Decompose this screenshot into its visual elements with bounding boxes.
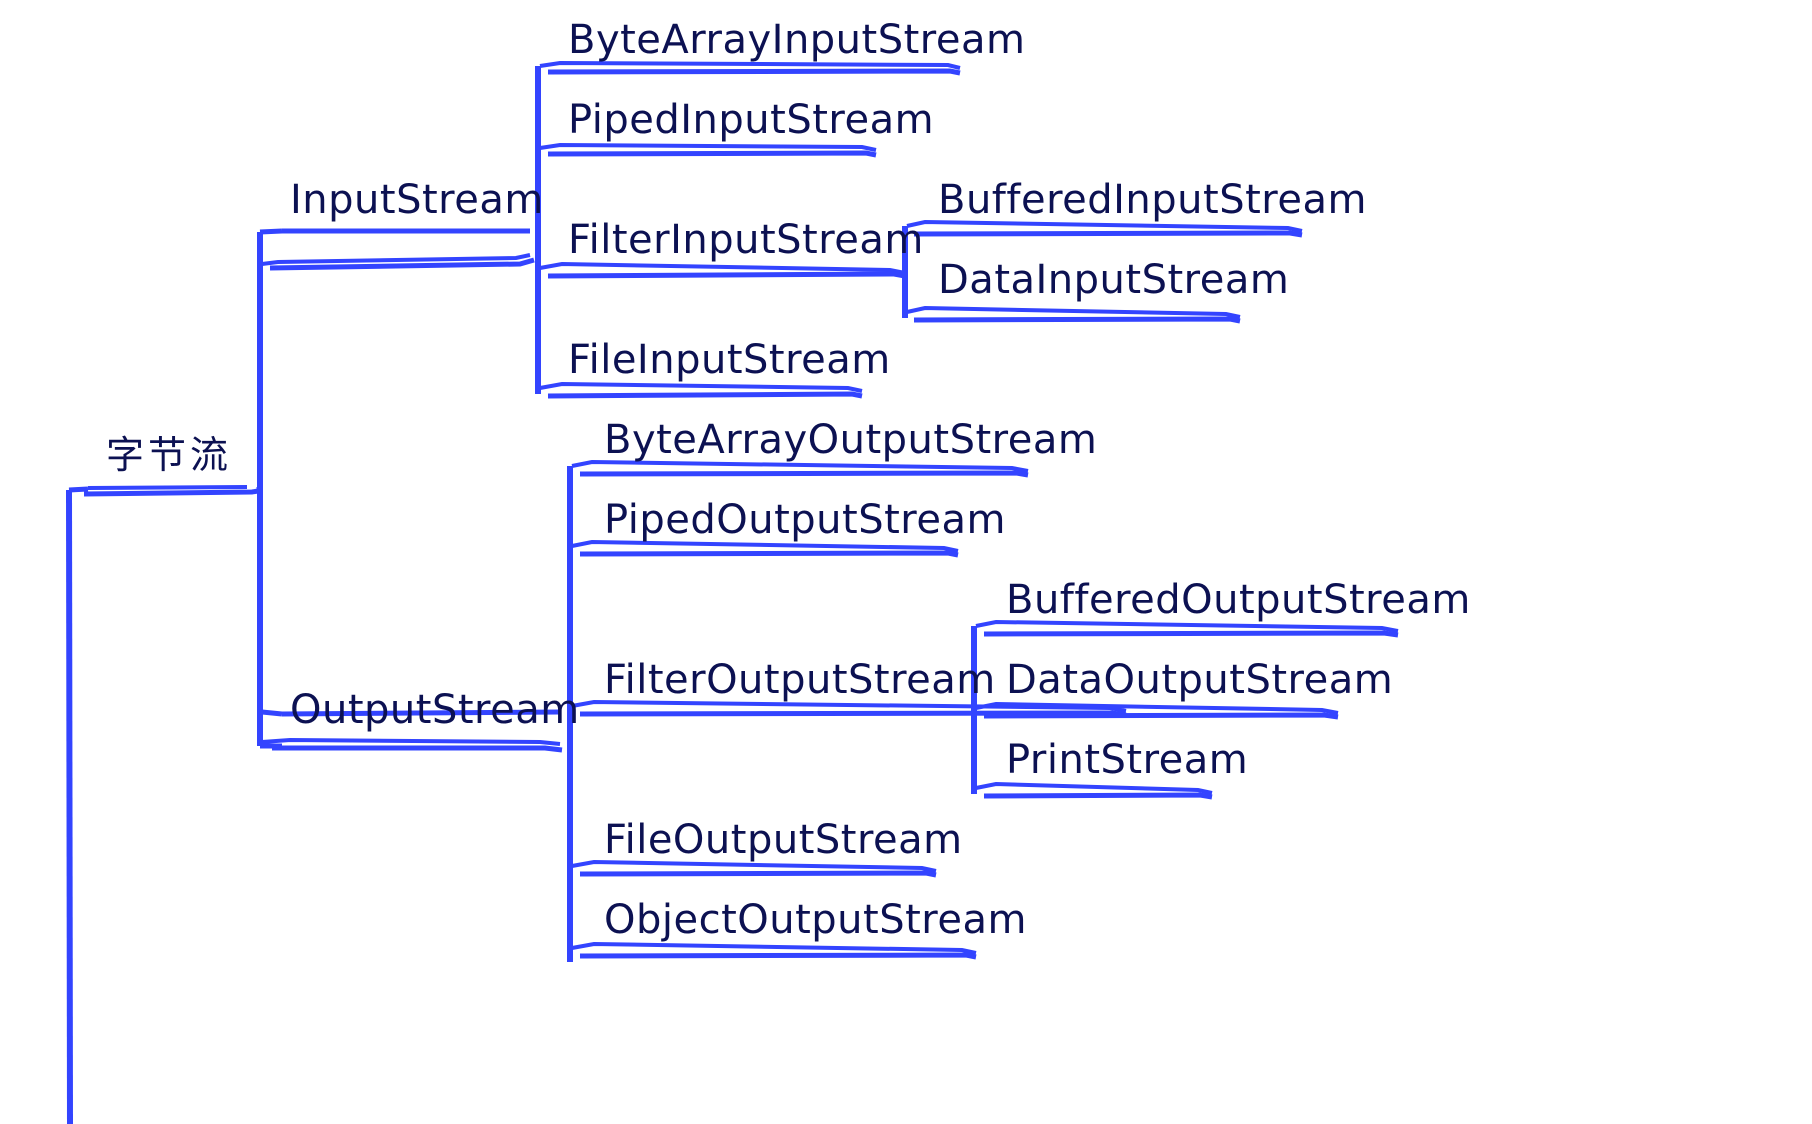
node-output-stream: OutputStream: [290, 687, 580, 733]
node-file-output-stream: FileOutputStream: [604, 817, 963, 863]
node-data-input-stream: DataInputStream: [938, 257, 1290, 303]
node-filter-input-stream: FilterInputStream: [568, 217, 924, 263]
node-object-output-stream: ObjectOutputStream: [604, 897, 1027, 943]
node-byte-array-output-stream: ByteArrayOutputStream: [604, 417, 1098, 463]
node-root-byte-stream: 字节流: [106, 433, 233, 477]
node-data-output-stream: DataOutputStream: [1006, 657, 1394, 703]
node-piped-output-stream: PipedOutputStream: [604, 497, 1006, 543]
node-input-stream: InputStream: [290, 177, 544, 223]
node-file-input-stream: FileInputStream: [568, 337, 891, 383]
node-piped-input-stream: PipedInputStream: [568, 97, 935, 143]
node-byte-array-input-stream: ByteArrayInputStream: [568, 17, 1026, 63]
node-filter-output-stream: FilterOutputStream: [604, 657, 996, 703]
node-buffered-input-stream: BufferedInputStream: [938, 177, 1367, 223]
node-print-stream: PrintStream: [1006, 737, 1249, 783]
node-buffered-output-stream: BufferedOutputStream: [1006, 577, 1471, 623]
